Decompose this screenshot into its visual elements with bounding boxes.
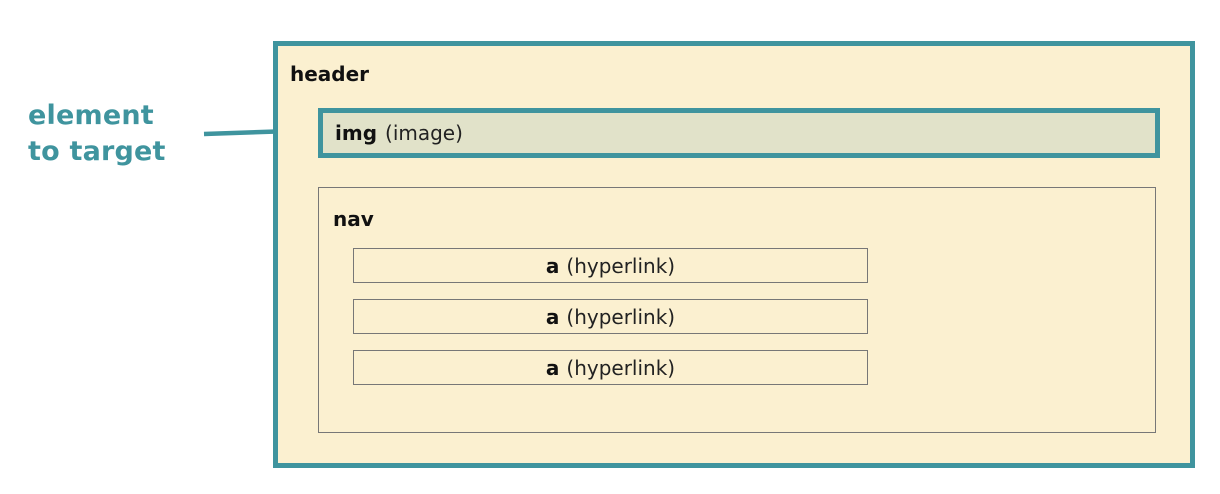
img-tag: img — [335, 121, 378, 145]
callout-line-1: element — [28, 100, 154, 131]
img-element-box: img (image) — [318, 108, 1160, 158]
hyperlink-tag: a — [545, 304, 560, 329]
nav-label: nav — [333, 207, 374, 231]
hyperlink-desc: (hyperlink) — [566, 253, 676, 278]
hyperlink-box: a (hyperlink) — [353, 299, 868, 334]
callout-line-2: to target — [28, 136, 166, 167]
hyperlink-box: a (hyperlink) — [353, 248, 868, 283]
hyperlink-desc: (hyperlink) — [566, 304, 676, 329]
hyperlink-tag: a — [545, 253, 560, 278]
nav-element-box: nav a (hyperlink) a (hyperlink) a (hyper… — [318, 187, 1156, 433]
hyperlink-desc: (hyperlink) — [566, 355, 676, 380]
header-label: header — [290, 62, 370, 86]
hyperlink-box: a (hyperlink) — [353, 350, 868, 385]
hyperlink-list: a (hyperlink) a (hyperlink) a (hyperlink… — [353, 248, 868, 401]
hyperlink-tag: a — [545, 355, 560, 380]
header-element-box: header img (image) nav a (hyperlink) a (… — [273, 41, 1195, 468]
callout-label: element to target — [28, 98, 166, 170]
img-desc: (image) — [385, 121, 463, 145]
